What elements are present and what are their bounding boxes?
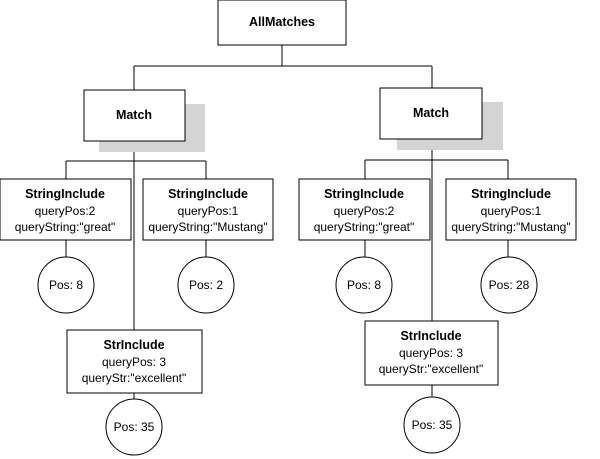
right-position-circle-excellent: Pos: 35 <box>403 396 461 454</box>
right-include-mustang-title: StringInclude <box>471 187 551 201</box>
right-position-mustang-label: Pos: 28 <box>489 278 530 292</box>
right-include-great-title: StringInclude <box>324 187 404 201</box>
left-string-include-great: StringInclude queryPos:2 queryString:"gr… <box>0 178 132 241</box>
right-include-mustang-querypos: queryPos:1 <box>481 204 542 218</box>
right-position-circle-mustang: Pos: 28 <box>480 256 538 314</box>
left-include-mustang-querypos: queryPos:1 <box>178 204 239 218</box>
right-match-title: Match <box>413 106 449 120</box>
left-include-great-title: StringInclude <box>25 187 105 201</box>
right-include-great-querystring: queryString:"great" <box>314 220 415 234</box>
left-str-include-excellent: StrInclude queryPos: 3 queryStr:"excelle… <box>66 329 203 394</box>
root-node: AllMatches <box>217 0 347 46</box>
right-string-include-great: StringInclude queryPos:2 queryString:"gr… <box>298 178 431 241</box>
left-position-mustang-label: Pos: 2 <box>189 278 223 292</box>
left-include-mustang-querystring: queryString:"Mustang" <box>148 220 267 234</box>
left-string-include-mustang: StringInclude queryPos:1 queryString:"Mu… <box>142 178 274 241</box>
right-include-excellent-querypos: queryPos: 3 <box>399 346 463 360</box>
left-position-circle-excellent: Pos: 35 <box>105 398 163 456</box>
root-node-title: AllMatches <box>249 15 315 29</box>
left-include-great-querypos: queryPos:2 <box>35 204 96 218</box>
left-position-great-label: Pos: 8 <box>49 278 83 292</box>
left-position-circle-mustang: Pos: 2 <box>177 256 235 314</box>
left-position-excellent-label: Pos: 35 <box>114 420 155 434</box>
right-position-great-label: Pos: 8 <box>347 278 381 292</box>
right-string-include-mustang: StringInclude queryPos:1 queryString:"Mu… <box>445 178 577 241</box>
right-include-excellent-querystr: queryStr:"excellent" <box>379 362 484 376</box>
left-position-circle-great: Pos: 8 <box>37 256 95 314</box>
left-include-mustang-title: StringInclude <box>168 187 248 201</box>
right-match-node: Match <box>379 87 503 150</box>
left-include-great-querystring: queryString:"great" <box>15 220 116 234</box>
right-position-excellent-label: Pos: 35 <box>412 418 453 432</box>
right-position-circle-great: Pos: 8 <box>335 256 393 314</box>
left-include-excellent-title: StrInclude <box>103 338 164 352</box>
right-str-include-excellent: StrInclude queryPos: 3 queryStr:"excelle… <box>364 320 499 386</box>
left-include-excellent-querystr: queryStr:"excellent" <box>82 371 187 385</box>
left-include-excellent-querypos: queryPos: 3 <box>102 355 166 369</box>
connectors <box>65 45 509 399</box>
right-include-excellent-title: StrInclude <box>400 329 461 343</box>
right-include-great-querypos: queryPos:2 <box>334 204 395 218</box>
left-match-node: Match <box>83 89 205 152</box>
right-include-mustang-querystring: queryString:"Mustang" <box>451 220 570 234</box>
left-match-title: Match <box>116 108 152 122</box>
